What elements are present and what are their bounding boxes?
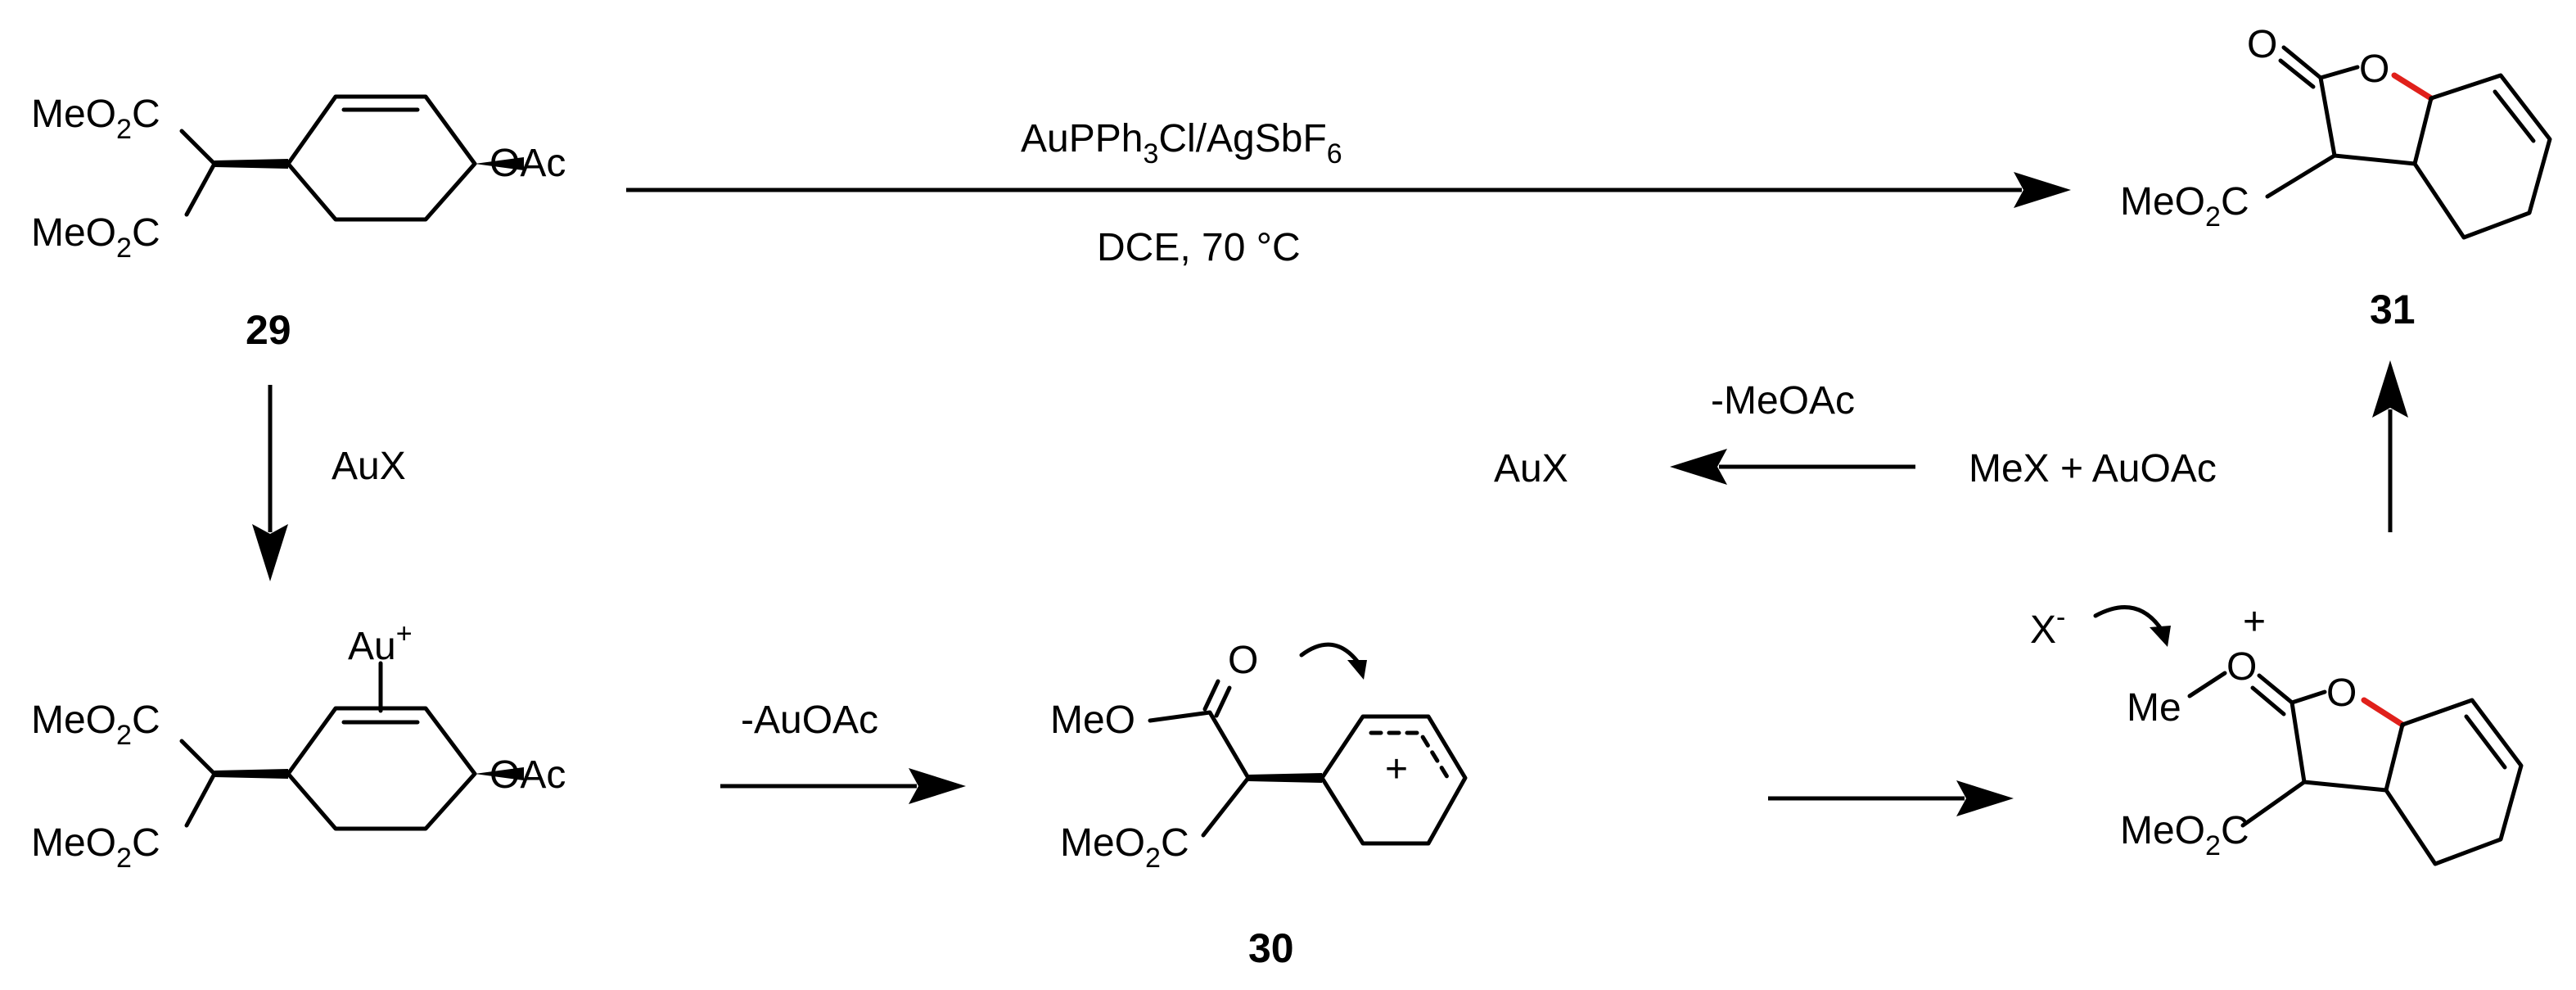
main-reagent-label: AuPPh3Cl/AgSbF6 [1021,117,1342,170]
cation-meo-label: MeO [1050,698,1135,742]
oxonium-charge: + [2243,600,2266,644]
cation-ring [1320,714,1468,846]
product-c-o-bond [2318,65,2360,80]
oxonium-me-bond [2187,671,2227,698]
au-pi-complex: MeO2C MeO2C Au+ OAc [31,618,566,874]
product-lactone-ring [2318,75,2434,166]
product-ring-double-bond [2493,89,2536,143]
product-new-co-bond [2391,72,2434,102]
sm-cyclohexene-ring [286,94,477,222]
meoac-label: -MeOAc [1711,379,1855,423]
sm-wedge-bond [214,159,288,169]
complex-wedge-bond [214,769,288,779]
oxonium-lactone-ring [2290,700,2405,793]
compound-number-31: 31 [2370,287,2416,332]
catalyst-regeneration: MeX + AuOAc -MeOAc AuX [1494,379,2217,490]
main-arrow-head [2014,172,2071,208]
cation-curved-arrow-head [1347,660,1367,680]
oxonium-o: O [2226,645,2257,689]
regen-right-label: MeX + AuOAc [1969,447,2217,490]
oxonium-ester-bond [2240,780,2307,828]
sm-oac-wedge [475,157,524,170]
cation-wedge-bond [1248,773,1322,783]
regen-arrow-head [1670,449,1727,485]
product-ester-label: MeO2C [2120,180,2249,233]
aux-label: AuX [332,445,406,488]
product-carbonyl-o: O [2247,23,2277,66]
compound-number-30: 30 [1248,925,1294,971]
cation-ester-bottom: MeO2C [1060,821,1189,874]
cation-ester-chain [1148,710,1251,838]
oxonium-ester-label: MeO2C [2120,809,2249,861]
cyclization-arrow [1768,780,2014,816]
product-cyclohexene-ring [2412,73,2552,240]
product-co-bond-1 [2281,45,2323,80]
anion-label: X- [2030,602,2065,652]
auoac-label: -AuOAc [741,698,878,742]
aux-arrow-head [252,524,288,581]
up-arrow-head [2372,360,2408,418]
product-ring-o: O [2359,47,2389,91]
main-solvent-label: DCE, 70 °C [1097,226,1301,269]
product-ester-bond [2265,153,2337,199]
anion-curved-arrow-head [2150,626,2171,647]
oxonium-cyclohexene-ring [2384,698,2524,866]
complex-ester-top: MeO2C [31,698,160,751]
compound-30: O MeO MeO2C + 30 [1050,639,1468,971]
auoac-arrow-head [909,768,966,804]
cation-charge: + [1385,748,1408,791]
sm-ester-top: MeO2C [31,93,160,145]
cyclization-arrow-head [1956,780,2014,816]
sm-malonate-bonds [179,129,217,217]
anion-curved-arrow [2093,605,2163,631]
auoac-arrow: -AuOAc [720,698,966,804]
complex-ester-bottom: MeO2C [31,821,160,874]
cation-allyl-delocalization [1369,730,1451,782]
complex-au-label: Au+ [348,618,413,668]
complex-cyclohexene-ring [286,706,477,831]
oxonium-ring-double-bond [2464,714,2507,770]
cation-carbonyl-bond [1202,679,1232,718]
complex-malonate-bonds [179,739,217,828]
up-arrow [2372,360,2408,532]
product-co-bond-2 [2278,58,2316,89]
oxonium-ring-o: O [2326,671,2357,715]
compound-31: O O MeO2C 31 [2120,23,2552,332]
oxonium-intermediate: X- + O Me O MeO2C [2030,600,2524,866]
complex-oac-label: OAc [489,753,566,797]
oxonium-new-co-bond [2361,697,2406,728]
oxonium-c-o-bond [2290,689,2327,705]
cation-carbonyl-o: O [1228,639,1258,682]
oxonium-co-double-bond [2250,673,2294,717]
sm-oac-label: OAc [489,142,566,185]
sm-ester-bottom: MeO2C [31,211,160,264]
compound-number-29: 29 [246,307,291,353]
regen-left-label: AuX [1494,447,1568,490]
compound-29: MeO2C MeO2C OAc 29 [31,93,566,353]
main-reaction-arrow: AuPPh3Cl/AgSbF6 DCE, 70 °C [626,117,2071,269]
oxonium-me: Me [2127,686,2181,730]
cation-curved-arrow [1299,642,1361,666]
aux-arrow: AuX [252,385,406,581]
complex-oac-wedge [475,767,524,780]
